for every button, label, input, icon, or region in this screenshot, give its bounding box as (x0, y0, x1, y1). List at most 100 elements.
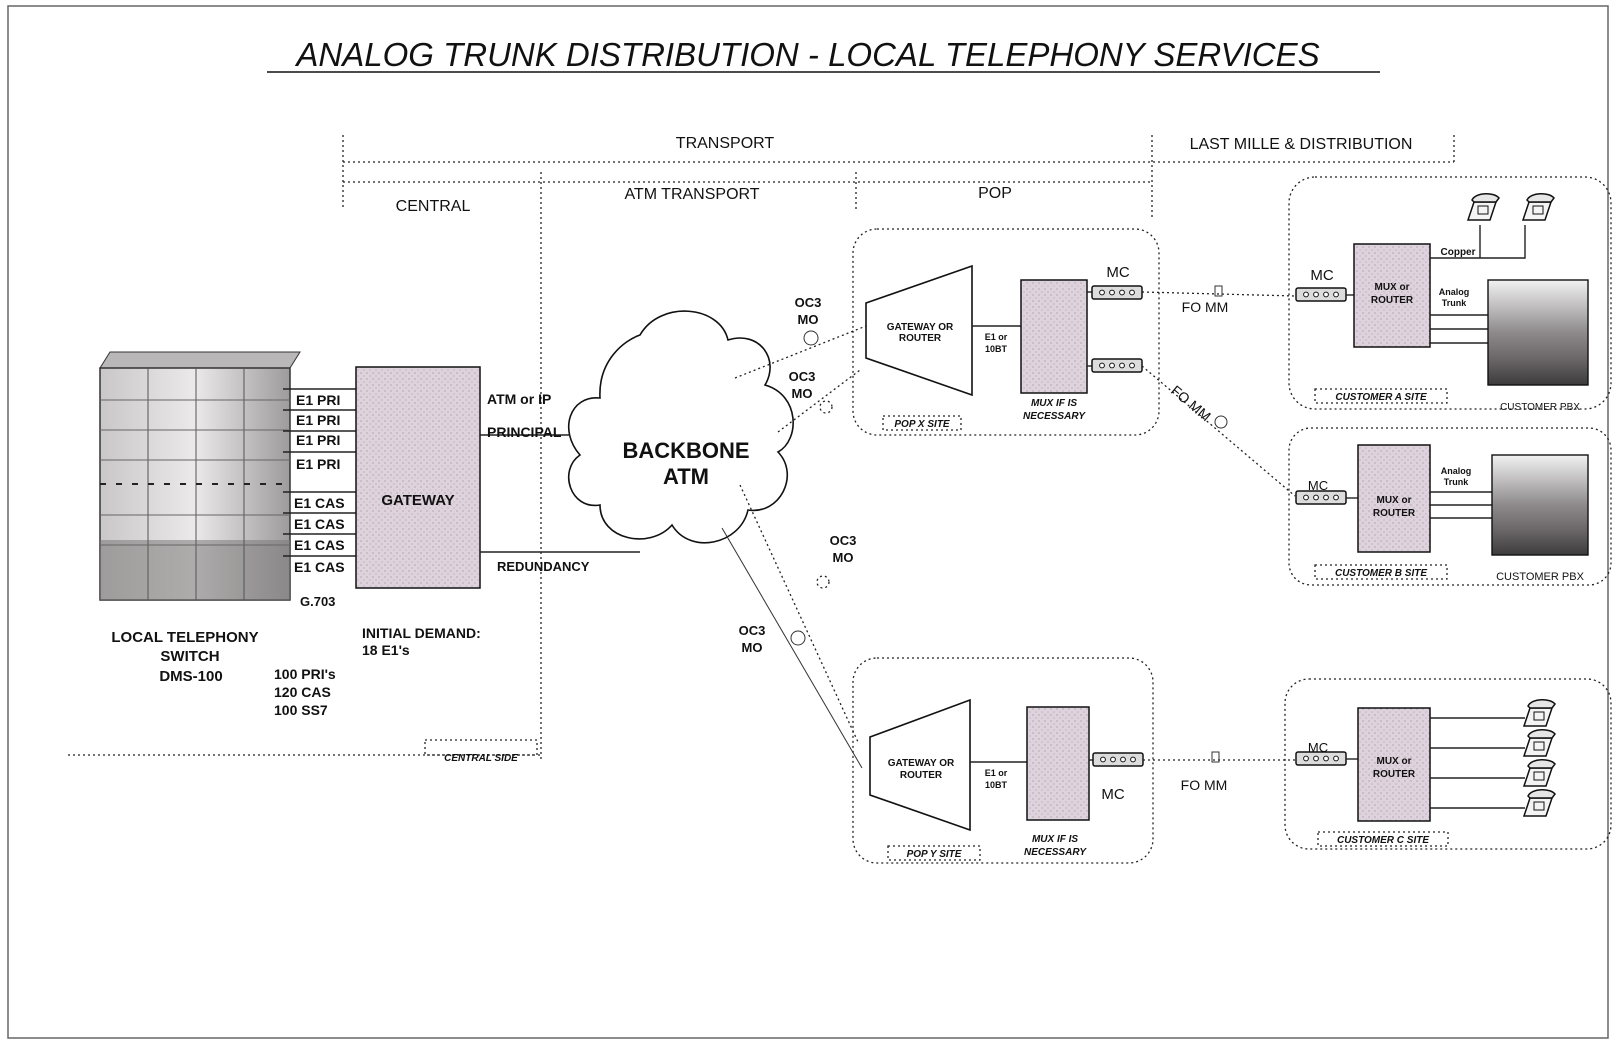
customer-a-mux-line2: ROUTER (1371, 295, 1414, 306)
switch-label-line: LOCAL TELEPHONY (111, 629, 258, 646)
fiber-marker (790, 630, 806, 646)
media-converter-icon (1091, 358, 1143, 373)
fiber-marker (1211, 751, 1220, 763)
oc3-label-line2: MO (833, 550, 854, 565)
pop-x-mux-line1: MUX IF IS (1031, 398, 1077, 409)
pbx-cabinet-icon (1487, 279, 1589, 386)
fiber-marker (1214, 415, 1228, 429)
section-last-mile: LAST MILLE & DISTRIBUTION (1190, 136, 1413, 153)
capacity-line: 100 PRI's (274, 666, 336, 682)
customer-c-mux-box (1357, 707, 1431, 822)
pop-x-router-line2: ROUTER (899, 333, 942, 344)
fiber-link-customer-b (1141, 365, 1296, 497)
page-frame (7, 5, 1609, 1039)
section-pop: POP (978, 185, 1012, 202)
principal-label: PRINCIPAL (487, 424, 562, 440)
pop-y-site-frame (852, 657, 1154, 864)
e1-port-label: E1 PRI (296, 412, 340, 428)
fiber-marker (1214, 285, 1223, 297)
e1-port-label: E1 CAS (294, 537, 345, 553)
demand-line: 18 E1's (362, 642, 410, 658)
pop-x-link-line2: 10BT (985, 344, 1008, 354)
switch-label-line: SWITCH (160, 648, 219, 665)
pop-y-router-line2: ROUTER (900, 770, 943, 781)
telephone-icon (1522, 192, 1555, 221)
oc3-link-x-principal (734, 325, 867, 379)
customer-a-site-label: CUSTOMER A SITE (1335, 392, 1427, 403)
oc3-link-y-redundant (739, 484, 859, 743)
demand-line: INITIAL DEMAND: (362, 625, 481, 641)
section-central: CENTRAL (396, 198, 471, 215)
telephone-icon (1523, 728, 1556, 757)
oc3-label-line2: MO (792, 386, 813, 401)
fo-mm-label: FO MM (1168, 382, 1214, 424)
section-atm-transport: ATM TRANSPORT (624, 186, 759, 203)
section-transport: TRANSPORT (676, 135, 775, 152)
e1-port-label: E1 PRI (296, 392, 340, 408)
pop-x-mux-line2: NECESSARY (1023, 411, 1086, 422)
pop-x-site-label: POP X SITE (894, 419, 950, 430)
e1-port-label: E1 PRI (296, 456, 340, 472)
customer-b-site-tag (1314, 564, 1448, 580)
pop-y-mux-line2: NECESSARY (1024, 847, 1087, 858)
e1-port-label: E1 CAS (294, 559, 345, 575)
pop-x-site-frame (852, 228, 1160, 436)
customer-b-mux-line1: MUX or (1377, 495, 1412, 506)
fiber-marker (803, 330, 819, 346)
customer-a-mux-box (1353, 243, 1431, 348)
customer-b-mux-line2: ROUTER (1373, 508, 1416, 519)
customer-b-analog-line2: Trunk (1444, 477, 1469, 487)
switch-label-line: DMS-100 (159, 668, 222, 685)
telephone-icon (1467, 192, 1500, 221)
oc3-link-x-redundant (777, 369, 861, 433)
central-side-label: CENTRAL SIDE (444, 753, 518, 764)
pop-x-link-line1: E1 or (985, 332, 1008, 342)
customer-a-site-frame (1288, 176, 1612, 410)
oc3-link-y-principal (721, 527, 863, 769)
section-dividers (68, 135, 1455, 760)
gateway-label: GATEWAY (381, 492, 454, 509)
oc3-label-line1: OC3 (830, 533, 857, 548)
customer-b-mux-box (1357, 444, 1431, 553)
backbone-label-line2: ATM (663, 464, 709, 489)
pop-y-mux-line1: MUX IF IS (1032, 834, 1078, 845)
customer-b-pbx-label: CUSTOMER PBX (1496, 571, 1584, 583)
telephone-icon (1523, 788, 1556, 817)
cloud-icon (567, 310, 794, 544)
oc3-label-line1: OC3 (789, 369, 816, 384)
media-converter-icon (1295, 287, 1347, 302)
e1-port-label: E1 CAS (294, 495, 345, 511)
fiber-marker (816, 575, 830, 589)
copper-link (1430, 225, 1526, 259)
oc3-label-line2: MO (742, 640, 763, 655)
oc3-label-line1: OC3 (795, 295, 822, 310)
pop-y-link-line2: 10BT (985, 780, 1008, 790)
capacity-line: 100 SS7 (274, 702, 328, 718)
pop-y-router-shape (869, 698, 971, 832)
pop-x-site-tag (882, 415, 962, 431)
media-converter-icon (1092, 752, 1144, 767)
customer-a-copper-label: Copper (1441, 247, 1476, 258)
customer-b-mc-label: MC (1308, 478, 1328, 493)
fiber-marker (819, 400, 833, 414)
oc3-label-line1: OC3 (739, 623, 766, 638)
customer-c-mux-line2: ROUTER (1373, 769, 1416, 780)
pop-y-link-line1: E1 or (985, 768, 1008, 778)
e1-port-label: E1 CAS (294, 516, 345, 532)
pop-x-mc-label: MC (1106, 264, 1129, 281)
customer-a-mc-label: MC (1310, 267, 1333, 284)
customer-a-site-tag (1314, 388, 1448, 404)
customer-c-site-tag (1317, 831, 1449, 847)
customer-b-site-label: CUSTOMER B SITE (1335, 568, 1427, 579)
customer-a-analog-line2: Trunk (1442, 298, 1467, 308)
pop-y-router-line1: GATEWAY OR (888, 758, 955, 769)
pop-y-mc-label: MC (1101, 786, 1124, 803)
oc3-label-line2: MO (798, 312, 819, 327)
fo-mm-label: FO MM (1182, 299, 1229, 315)
customer-c-mux-line1: MUX or (1377, 756, 1412, 767)
customer-c-site-label: CUSTOMER C SITE (1337, 835, 1429, 846)
e1-port-label: E1 PRI (296, 432, 340, 448)
fiber-link-customer-a (1141, 291, 1296, 297)
atm-or-ip-label: ATM or IP (487, 391, 551, 407)
